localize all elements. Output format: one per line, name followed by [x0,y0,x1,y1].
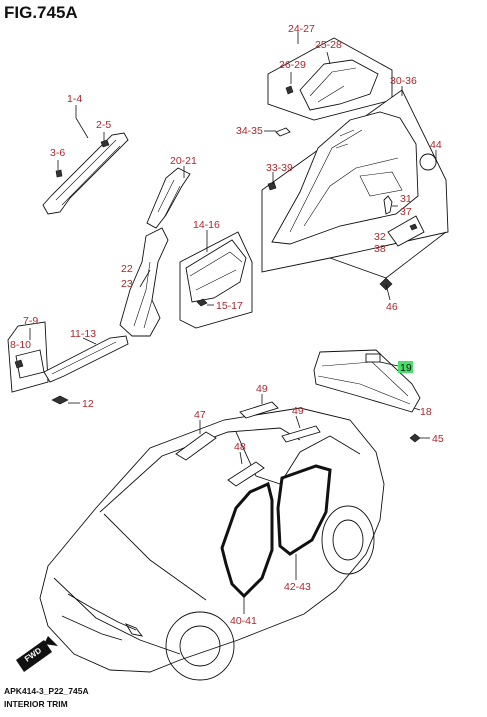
cargo-light-cover[interactable] [419,153,437,171]
assist-grips [175,394,321,487]
side-sill-trim-group [7,321,129,405]
side-sill-scuff-plate[interactable] [43,335,129,383]
label-37: 37 [400,206,412,218]
door-weatherstrips [220,464,332,614]
label-26-29: 26-29 [279,59,306,71]
label-11-13: 11-13 [70,328,96,340]
quarter-trim-box [179,230,253,329]
center-pillar-upper-trim[interactable] [146,167,191,229]
vehicle-outline [39,407,385,681]
quarter-inner-trim[interactable] [271,111,419,245]
figure-title: FIG.745A [4,3,78,22]
quarter-trim-panel[interactable] [185,239,247,303]
label-7-9: 7-9 [23,315,38,327]
label-20-21: 20-21 [170,155,197,167]
assist-grip-48[interactable] [227,461,265,487]
trim-clip-33 [267,181,277,191]
label-32: 32 [374,231,386,243]
label-8-10: 8-10 [10,339,31,351]
label-38: 38 [374,243,386,255]
label-31: 31 [400,193,412,205]
clip-45[interactable] [409,433,421,443]
pillar-clip [100,139,110,148]
upper-quarter-box [267,32,393,121]
cargo-side-upper-trim[interactable] [299,59,379,111]
label-24-27: 24-27 [288,23,315,35]
part-labels: 1-4 2-5 3-6 20-21 14-16 22 23 15-17 7-9 … [10,23,444,627]
label-30-36: 30-36 [390,75,417,87]
center-pillar-trim-group [119,166,191,337]
figure-name: INTERIOR TRIM [4,699,68,709]
assist-grip-49a[interactable] [239,401,279,419]
label-49-a: 49 [256,383,268,395]
fwd-direction-badge: FWD [16,636,58,672]
grommet-34[interactable] [275,127,291,137]
trim-hook[interactable] [383,195,393,215]
label-2-5: 2-5 [96,119,111,131]
label-44: 44 [430,139,442,151]
label-25-28: 25-28 [315,39,342,51]
label-33-39: 33-39 [266,162,293,174]
front-pillar-trim[interactable] [42,132,129,215]
label-46: 46 [386,301,398,313]
label-23: 23 [121,278,133,290]
label-47: 47 [194,409,206,421]
sill-fastener[interactable] [51,395,69,405]
front-pillar-trim-group [42,105,129,215]
label-48: 48 [234,441,246,453]
label-22: 22 [121,263,133,275]
rear-door-opening-trim[interactable] [276,464,332,556]
assist-grip-49b[interactable] [281,425,321,443]
pillar-clip-lower [55,169,63,178]
back-end-trim[interactable] [313,349,421,413]
label-15-17: 15-17 [216,300,243,312]
front-door-opening-trim[interactable] [220,481,274,599]
label-42-43: 42-43 [284,581,311,593]
label-19-highlight [398,361,413,373]
label-34-35: 34-35 [236,125,263,137]
label-40-41: 40-41 [230,615,257,627]
upper-trim-clip [285,85,294,95]
quarter-inner-trim-box [261,86,449,301]
back-door-trim-group [313,349,430,443]
label-1-4: 1-4 [67,93,82,105]
label-3-6: 3-6 [50,147,65,159]
fender-clip [14,359,24,369]
figure-code: APK414-3_P22_745A [4,686,89,696]
label-14-16: 14-16 [193,219,220,231]
trim-screw [196,298,208,307]
label-12: 12 [82,398,94,410]
center-pillar-lower-trim[interactable] [119,227,169,337]
jack-cover-lid[interactable] [387,215,425,247]
label-19: 19 [400,362,412,374]
label-45: 45 [432,433,444,445]
assist-grip-47[interactable] [175,431,217,461]
label-49-b: 49 [292,405,304,417]
trim-latch-cover[interactable] [365,353,381,363]
label-18: 18 [420,406,432,418]
